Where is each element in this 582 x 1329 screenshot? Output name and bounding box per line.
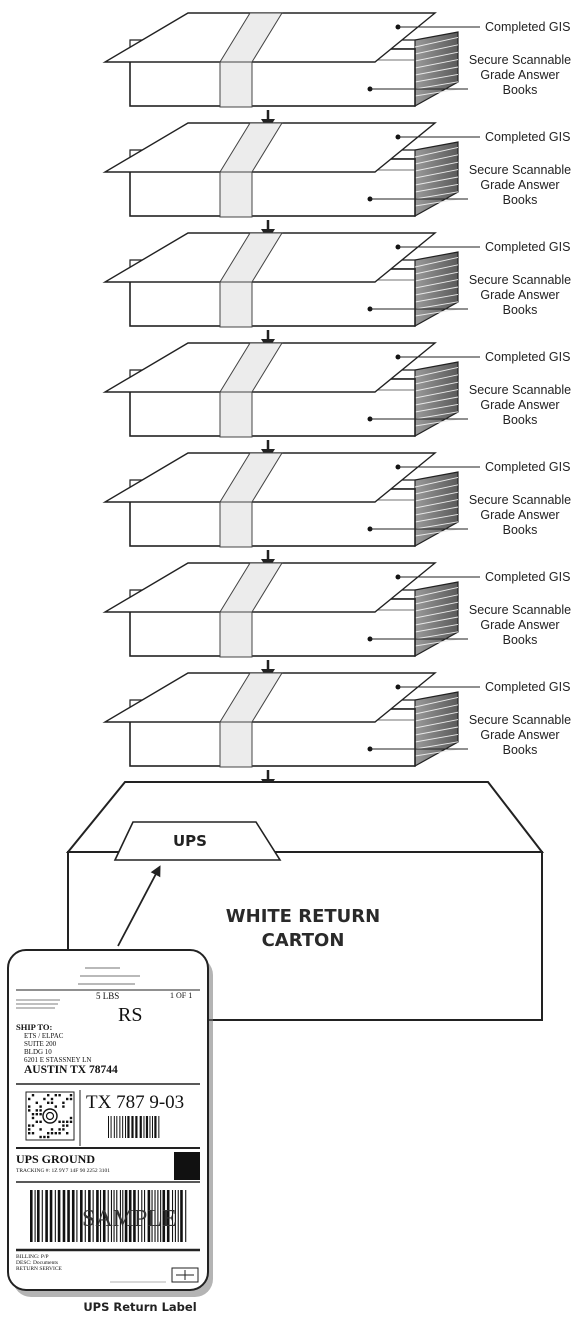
answer-book-stack <box>102 12 480 130</box>
completed-gis-callout: Completed GIS <box>485 130 571 144</box>
answer-books-callout-line: Books <box>502 523 538 537</box>
label-sample-stamp: SAMPLE <box>82 1206 177 1232</box>
label-ship-to-heading: SHIP TO: <box>16 1022 53 1032</box>
answer-books-callout-line: Secure Scannable <box>468 273 572 287</box>
answer-books-callout-line: Grade Answer <box>480 398 560 412</box>
answer-books-callout-line: Books <box>502 303 538 317</box>
answer-books-callout-line: Secure Scannable <box>468 383 572 397</box>
answer-books-callout-line: Secure Scannable <box>468 603 572 617</box>
label-address-line1: ETS / ELPAC <box>24 1032 64 1040</box>
security-band <box>219 61 253 108</box>
answer-books-callout-line: Secure Scannable <box>468 713 572 727</box>
carton-ups-tag <box>113 821 282 861</box>
gis-sheet <box>102 562 437 613</box>
label-billing-line3: RETURN SERVICE <box>16 1266 62 1272</box>
carton-title: WHITE RETURN CARTON <box>208 905 398 953</box>
security-band <box>219 171 253 218</box>
security-band <box>219 611 253 658</box>
answer-book-stack <box>102 342 480 460</box>
label-code: RS <box>118 1004 143 1026</box>
answer-books-callout-line: Grade Answer <box>480 68 560 82</box>
service-level-bar <box>174 1152 200 1180</box>
security-band <box>219 281 253 328</box>
answer-book-stack <box>102 452 480 570</box>
carton-title-line2: CARTON <box>261 930 345 951</box>
answer-books-callout-line: Secure Scannable <box>468 163 572 177</box>
label-weight: 5 LBS <box>96 991 120 1001</box>
answer-books-callout-line: Grade Answer <box>480 288 560 302</box>
answer-books-callout-line: Grade Answer <box>480 178 560 192</box>
gis-sheet <box>102 122 437 173</box>
gis-sheet <box>102 12 437 63</box>
answer-books-callout-line: Secure Scannable <box>468 493 572 507</box>
security-band <box>219 391 253 438</box>
answer-book-stack <box>102 232 480 350</box>
answer-books-callout-line: Books <box>502 83 538 97</box>
tracking-barcode <box>30 1190 187 1242</box>
label-tracking: TRACKING #: 1Z 9Y7 14F 90 2252 3101 <box>16 1168 110 1174</box>
route-barcode <box>108 1116 160 1138</box>
label-count: 1 OF 1 <box>170 991 193 1000</box>
label-service: UPS GROUND <box>16 1152 96 1166</box>
label-billing-line2: DESC: Documents <box>16 1260 59 1266</box>
ups-return-label-card <box>7 949 213 1297</box>
security-band <box>219 721 253 768</box>
label-route-code: TX 787 9-03 <box>86 1092 185 1113</box>
answer-books-callout-line: Secure Scannable <box>468 53 572 67</box>
completed-gis-callout: Completed GIS <box>485 460 571 474</box>
completed-gis-callout: Completed GIS <box>485 240 571 254</box>
completed-gis-callout: Completed GIS <box>485 20 571 34</box>
completed-gis-callout: Completed GIS <box>485 350 571 364</box>
answer-book-stack <box>102 562 480 680</box>
answer-books-callout-line: Grade Answer <box>480 618 560 632</box>
answer-books-callout-line: Grade Answer <box>480 728 560 742</box>
answer-books-callout-line: Books <box>502 413 538 427</box>
gis-sheet <box>102 232 437 283</box>
label-caption: UPS Return Label <box>83 1300 197 1314</box>
label-address-line2: SUITE 200 <box>24 1040 57 1048</box>
label-address-line4: 6201 E STASSNEY LN <box>24 1056 92 1064</box>
answer-books-callout-line: Books <box>502 633 538 647</box>
gis-sheet <box>102 452 437 503</box>
label-billing-line1: BILLING: P/P <box>16 1254 49 1260</box>
answer-book-stack <box>102 122 480 240</box>
security-band <box>219 501 253 548</box>
carton-ups-tag-text: UPS <box>173 832 207 850</box>
answer-book-stack <box>102 672 480 790</box>
label-address-line3: BLDG 10 <box>24 1048 52 1056</box>
gis-sheet <box>102 672 437 723</box>
completed-gis-callout: Completed GIS <box>485 570 571 584</box>
carton-title-line1: WHITE RETURN <box>225 906 381 927</box>
label-pointer-arrow <box>117 865 161 947</box>
label-city-line: AUSTIN TX 78744 <box>24 1064 118 1076</box>
answer-books-callout-line: Grade Answer <box>480 508 560 522</box>
completed-gis-callout: Completed GIS <box>485 680 571 694</box>
answer-books-callout-line: Books <box>502 743 538 757</box>
answer-books-callout-line: Books <box>502 193 538 207</box>
gis-sheet <box>102 342 437 393</box>
